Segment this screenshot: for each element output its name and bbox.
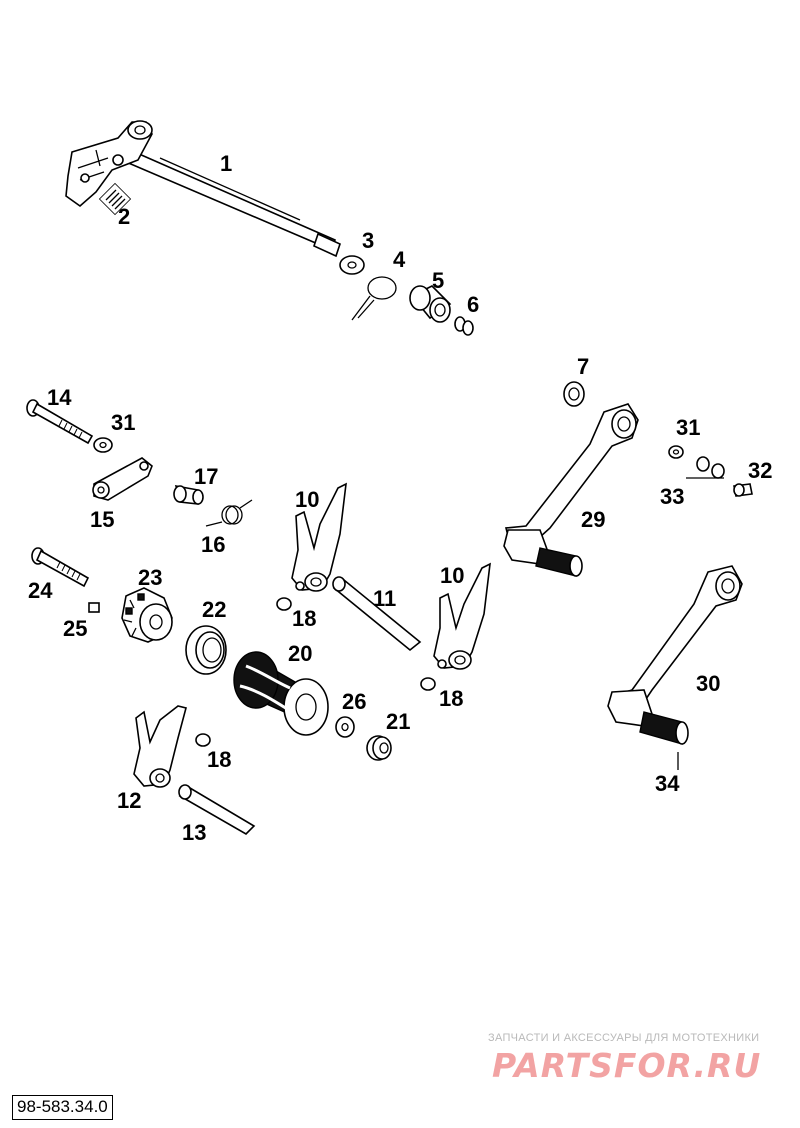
label-part-30: 30: [696, 671, 720, 696]
label-part-26: 26: [342, 689, 366, 714]
part-2-spring: [98, 182, 132, 216]
part-6-o-rings: [454, 316, 474, 336]
part-17-roller: [173, 484, 204, 505]
part-20-shift-drum: [233, 651, 329, 736]
label-part-17: 17: [194, 464, 218, 489]
label-part-32: 32: [748, 458, 772, 483]
label-part-15: 15: [90, 507, 114, 532]
label-part-5: 5: [432, 268, 444, 293]
callout-labels: 1 2 3 4 5 6 7 14 31 31 17 10 32 33 15 29…: [28, 151, 772, 845]
part-10-shift-fork-right: [433, 562, 491, 670]
part-14-bolt: [26, 399, 94, 445]
part-25-screw: [88, 602, 100, 613]
part-13-fork-rod: [178, 784, 256, 835]
part-32-bolt: [733, 483, 753, 497]
part-23-shift-drum-star: [121, 587, 173, 643]
label-part-31-left: 31: [111, 410, 135, 435]
label-part-11: 11: [373, 586, 396, 611]
label-part-13: 13: [182, 820, 206, 845]
part-12-shift-fork: [133, 705, 187, 788]
part-7-bushing: [563, 381, 585, 407]
label-part-18-lower: 18: [207, 747, 231, 772]
part-22-seal-ring: [185, 625, 227, 675]
label-part-18-right: 18: [439, 686, 463, 711]
label-part-29: 29: [581, 507, 605, 532]
part-26-washer: [335, 716, 355, 738]
watermark-tagline: ЗАПЧАСТИ И АКСЕССУАРЫ ДЛЯ МОТОТЕХНИКИ: [488, 1032, 760, 1044]
label-part-34: 34: [655, 771, 680, 796]
part-18-roller-right: [420, 677, 436, 691]
part-11-fork-rod: [332, 576, 422, 652]
part-5-bushing: [409, 285, 452, 323]
label-part-33: 33: [660, 484, 684, 509]
part-18-roller-upper: [276, 597, 292, 611]
label-part-20: 20: [288, 641, 312, 666]
label-part-4: 4: [393, 247, 406, 272]
label-part-7: 7: [577, 354, 589, 379]
label-part-24: 24: [28, 578, 53, 603]
part-4-spring-clip: [351, 276, 397, 321]
part-21-bearing: [366, 735, 392, 761]
catalog-number: 98-583.34.0: [12, 1095, 113, 1120]
label-part-25: 25: [63, 616, 87, 641]
part-29-shift-lever: [503, 403, 639, 577]
part-1-shift-shaft: [65, 120, 341, 258]
part-3-washer: [339, 255, 365, 275]
part-24-bolt: [31, 547, 90, 588]
part-33-bushings: [686, 456, 725, 479]
label-part-10-upper: 10: [295, 487, 319, 512]
part-18-roller-lower: [195, 733, 211, 747]
label-part-23: 23: [138, 565, 162, 590]
label-part-2: 2: [118, 204, 130, 229]
part-30-shift-lever: [607, 565, 743, 745]
label-part-21: 21: [386, 709, 410, 734]
label-part-3: 3: [362, 228, 374, 253]
label-part-16: 16: [201, 532, 225, 557]
label-part-18-upper: 18: [292, 606, 316, 631]
part-16-torsion-spring: [205, 499, 253, 527]
part-31-washer-right: [668, 445, 684, 459]
watermark-brand: PARTSFOR.RU: [492, 1046, 762, 1085]
label-part-1: 1: [220, 151, 232, 176]
part-15-lever: [92, 457, 153, 501]
part-31-washer-left: [93, 437, 113, 453]
label-part-6: 6: [467, 292, 479, 317]
part-10-shift-fork-upper: [291, 482, 347, 592]
label-part-31-right: 31: [676, 415, 700, 440]
label-part-14: 14: [47, 385, 72, 410]
label-part-12: 12: [117, 788, 141, 813]
label-part-22: 22: [202, 597, 226, 622]
label-part-10-right: 10: [440, 563, 464, 588]
